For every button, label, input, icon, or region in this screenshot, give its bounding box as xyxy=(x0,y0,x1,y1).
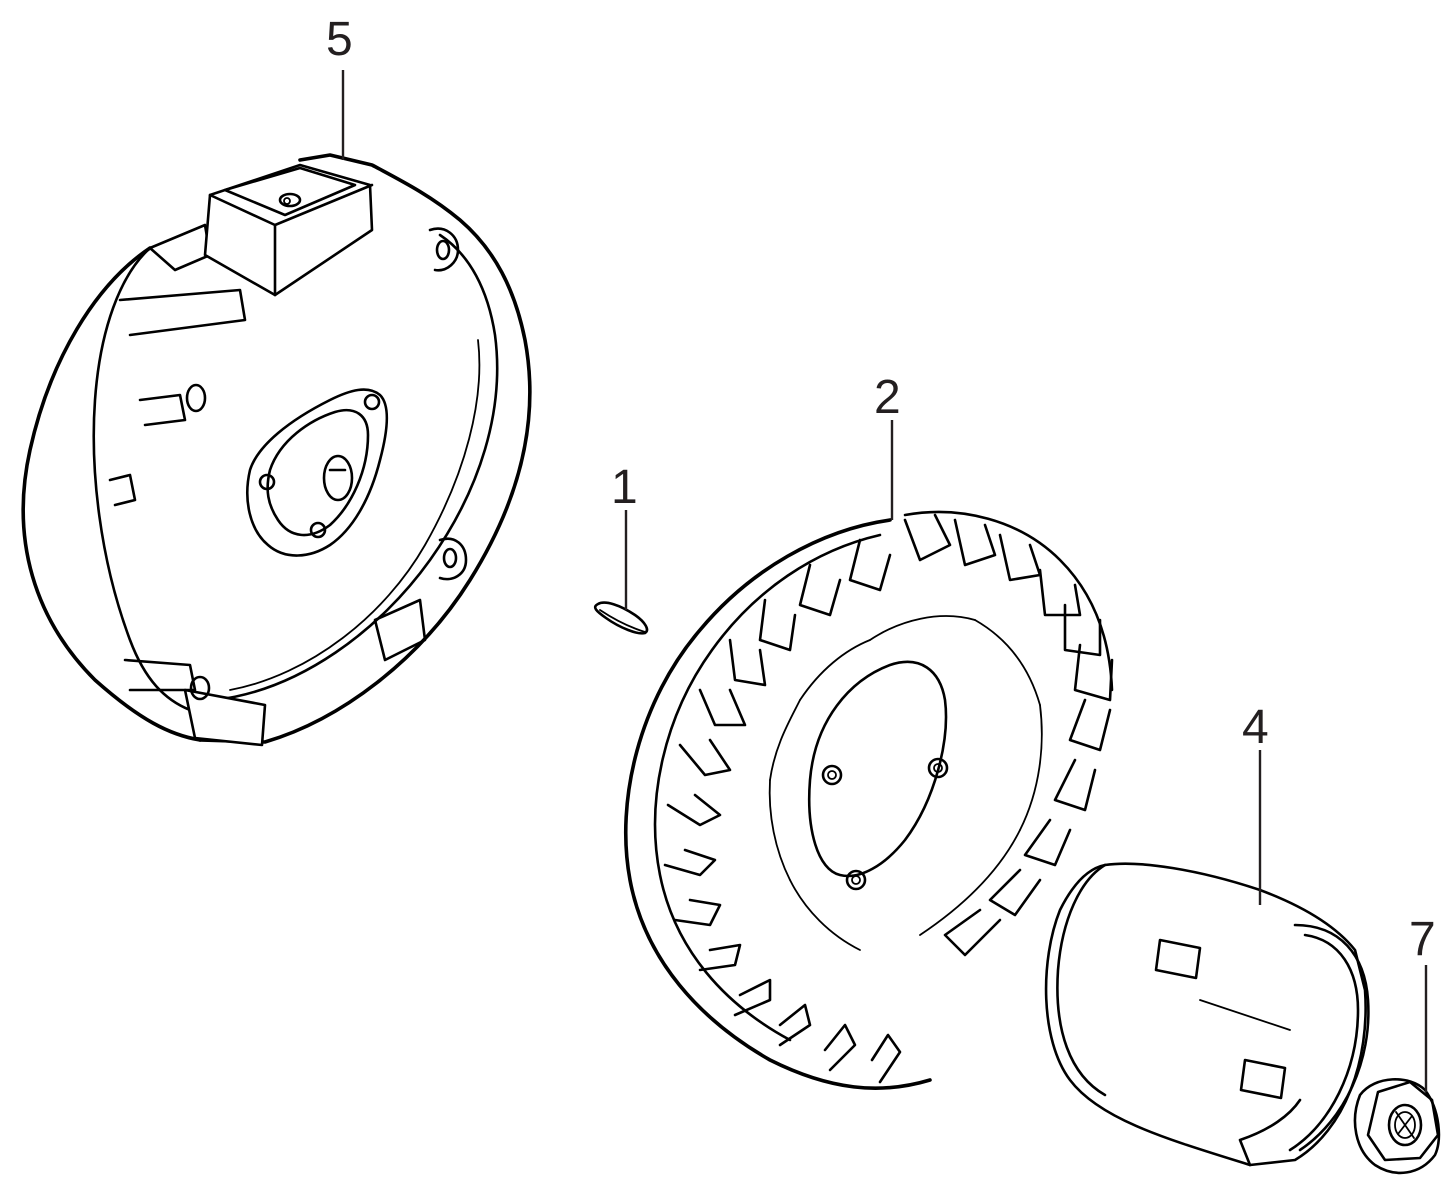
callout-1: 1 xyxy=(611,461,638,514)
callout-2: 2 xyxy=(874,371,901,424)
flywheel-fan-icon xyxy=(623,510,1114,1090)
callout-7: 7 xyxy=(1409,913,1436,966)
flange-nut-icon xyxy=(1353,1078,1441,1175)
stator-plate-icon xyxy=(21,153,532,747)
woodruff-key-icon xyxy=(593,601,649,635)
callout-4: 4 xyxy=(1242,701,1269,754)
starter-cup-icon xyxy=(1044,862,1370,1167)
callout-5: 5 xyxy=(326,13,353,66)
